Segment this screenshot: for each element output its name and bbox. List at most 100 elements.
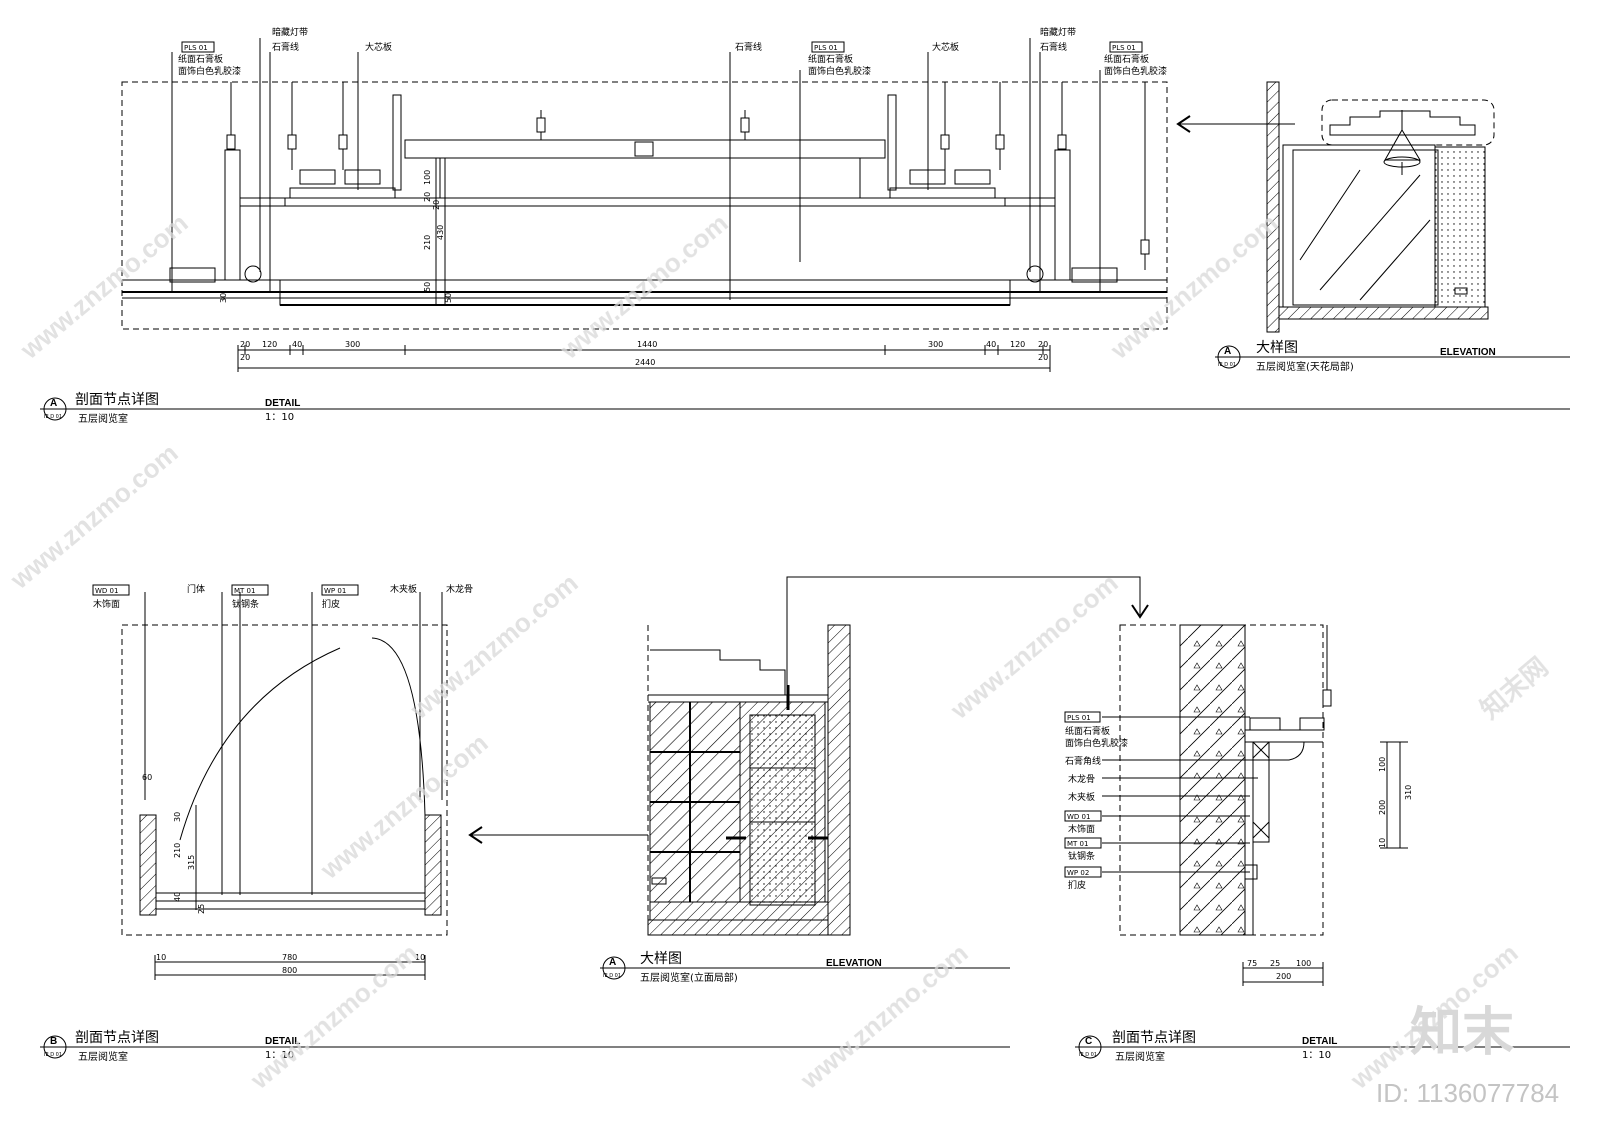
dim-v-6: 50: [423, 282, 432, 292]
bl-dim-v4: 315: [187, 855, 196, 870]
watermark-text: www.znzmo.com: [4, 438, 184, 596]
bl-dim-v6: 25: [197, 904, 206, 914]
elev-top-sub: 五层阅览室(天花局部): [1256, 360, 1354, 373]
bottom-right-title: C IE D 01 剖面节点详图 DETAIL 五层阅览室 1：10: [1075, 1030, 1570, 1063]
top-title: 剖面节点详图: [75, 392, 159, 408]
bm-title-en: ELEVATION: [826, 958, 882, 969]
bl-dim-1: 10: [156, 953, 166, 962]
br-title: 剖面节点详图: [1112, 1030, 1196, 1046]
br-label-plywood: 木夹板: [1068, 791, 1095, 803]
br-dim-h1: 75: [1247, 959, 1257, 968]
dim-top-6: 300: [928, 340, 943, 349]
br-tag-wd: WD 01: [1067, 813, 1090, 821]
bm-sub: 五层阅览室(立面局部): [640, 971, 738, 984]
dim-v-8: 30: [219, 293, 228, 303]
arrow-down-icon: [1131, 604, 1149, 619]
bottom-right-drawing: [1119, 624, 1332, 936]
top-dimensions: 20 120 40 300 1440 300 40 120 20 20 20 2…: [237, 340, 1051, 372]
dim-v-7: 50: [444, 293, 453, 303]
br-dim-total: 200: [1276, 972, 1291, 981]
top-sub: 五层阅览室: [78, 412, 128, 425]
br-tag-mt: MT 01: [1067, 840, 1088, 848]
bl-badge: B: [50, 1036, 57, 1047]
dim-top-3: 40: [292, 340, 302, 349]
top-label-hidden-light2: 暗藏灯带: [1040, 26, 1076, 38]
br-sub: 五层阅览室: [1115, 1050, 1165, 1063]
dim-v-5: 430: [436, 225, 445, 240]
br-label-1b: 面饰白色乳胶漆: [1065, 737, 1128, 749]
bl-title-en: DETAIL: [265, 1036, 300, 1047]
top-tag1: PLS 01: [184, 44, 208, 52]
br-dim-v3: 10: [1378, 838, 1387, 848]
dim-v-4: 210: [423, 235, 432, 250]
top-section-title: A IE D 01 剖面节点详图 DETAIL 五层阅览室 1：10: [40, 392, 1570, 425]
arrow-head-icon: [1176, 115, 1191, 133]
bl-label-door: 门体: [187, 583, 205, 595]
bl-tag-wd: WD 01: [95, 587, 118, 595]
dim-v-1: 100: [423, 170, 432, 185]
bm-title: 大样图: [640, 951, 682, 967]
br-dim-h2: 25: [1270, 959, 1280, 968]
watermark-text: www.znzmo.com: [944, 568, 1124, 726]
dim-top-7: 40: [986, 340, 996, 349]
arrow-left-icon: [468, 826, 483, 844]
top-label-hidden-light: 暗藏灯带: [272, 26, 308, 38]
top-tag2: PLS 01: [814, 44, 838, 52]
top-label-3a: 纸面石膏板: [1104, 53, 1149, 65]
br-title-en: DETAIL: [1302, 1036, 1337, 1047]
bottom-left-title: B IE D 01 剖面节点详图 DETAIL 五层阅览室 1：10: [40, 1030, 1010, 1063]
bl-title: 剖面节点详图: [75, 1030, 159, 1046]
top-label-2b: 面饰白色乳胶漆: [808, 65, 871, 77]
bl-dim-total: 800: [282, 966, 297, 975]
top-elevation-drawing: [1266, 81, 1495, 333]
top-label-2a: 纸面石膏板: [808, 53, 853, 65]
dim-top-8: 120: [1010, 340, 1025, 349]
top-section-drawing: [121, 38, 1168, 330]
top-label-gypsum-line: 石膏线: [272, 41, 299, 53]
bl-dim-v1: 60: [142, 773, 152, 782]
br-label-wp: 扪皮: [1068, 879, 1086, 891]
bl-label-plywood: 木夹板: [390, 583, 417, 595]
bl-dim-v5: 40: [173, 892, 182, 902]
bl-sub: 五层阅览室: [78, 1050, 128, 1063]
br-label-wd: 木饰面: [1068, 823, 1095, 835]
dim-v-3: 20: [432, 200, 441, 210]
title-badge-circle: [43, 397, 67, 421]
br-dim-v2: 200: [1378, 800, 1387, 815]
elev-top-title-en: ELEVATION: [1440, 347, 1496, 358]
dim-v-2: 20: [423, 192, 432, 202]
bottom-left-labels: WD 01 木饰面 门体 MT 01 钛钢条 WP 01 扪皮 木夹板 木龙骨: [92, 583, 473, 610]
bl-dim-v2: 30: [173, 812, 182, 822]
bl-label-wd: 木饰面: [93, 598, 120, 610]
top-ref: IE D 01: [44, 414, 62, 420]
top-title-en: DETAIL: [265, 398, 300, 409]
dim-top-4: 300: [345, 340, 360, 349]
br-badge: C: [1085, 1036, 1092, 1047]
top-tag3: PLS 01: [1112, 44, 1136, 52]
br-dim-v4: 310: [1404, 785, 1413, 800]
bl-label-wp: 扪皮: [322, 598, 340, 610]
br-dim-h3: 100: [1296, 959, 1311, 968]
br-label-mt: 钛钢条: [1068, 850, 1095, 862]
br-dim-v1: 100: [1378, 757, 1387, 772]
elev-top-badge: A: [1224, 346, 1231, 357]
dim-top-mid-1: 20: [240, 353, 250, 362]
watermark-text: www.znzmo.com: [244, 938, 424, 1096]
top-label-gypsum-line2: 石膏线: [735, 41, 762, 53]
bm-badge: A: [609, 957, 616, 968]
br-label-corner: 石膏角线: [1065, 755, 1101, 767]
bl-dim-3: 10: [415, 953, 425, 962]
bottom-right-labels: PLS 01 纸面石膏板 面饰白色乳胶漆 石膏角线 木龙骨 木夹板 WD 01 …: [1064, 711, 1275, 891]
bottom-right-dims: 100 200 10 310 75 25 100 200: [1242, 741, 1413, 986]
bm-ref: IE D 01: [603, 973, 621, 979]
top-label-core-board: 大芯板: [365, 41, 392, 53]
br-ref: IE D 01: [1079, 1052, 1097, 1058]
top-label-3b: 面饰白色乳胶漆: [1104, 65, 1167, 77]
br-label-1a: 纸面石膏板: [1065, 725, 1110, 737]
top-section-labels: PLS 01 纸面石膏板 面饰白色乳胶漆 暗藏灯带 石膏线 大芯板 石膏线 PL…: [178, 26, 1167, 77]
top-badge: A: [50, 398, 57, 409]
bl-scale: 1：10: [265, 1050, 294, 1061]
top-scale: 1：10: [265, 412, 294, 423]
bl-dim-2: 780: [282, 953, 297, 962]
